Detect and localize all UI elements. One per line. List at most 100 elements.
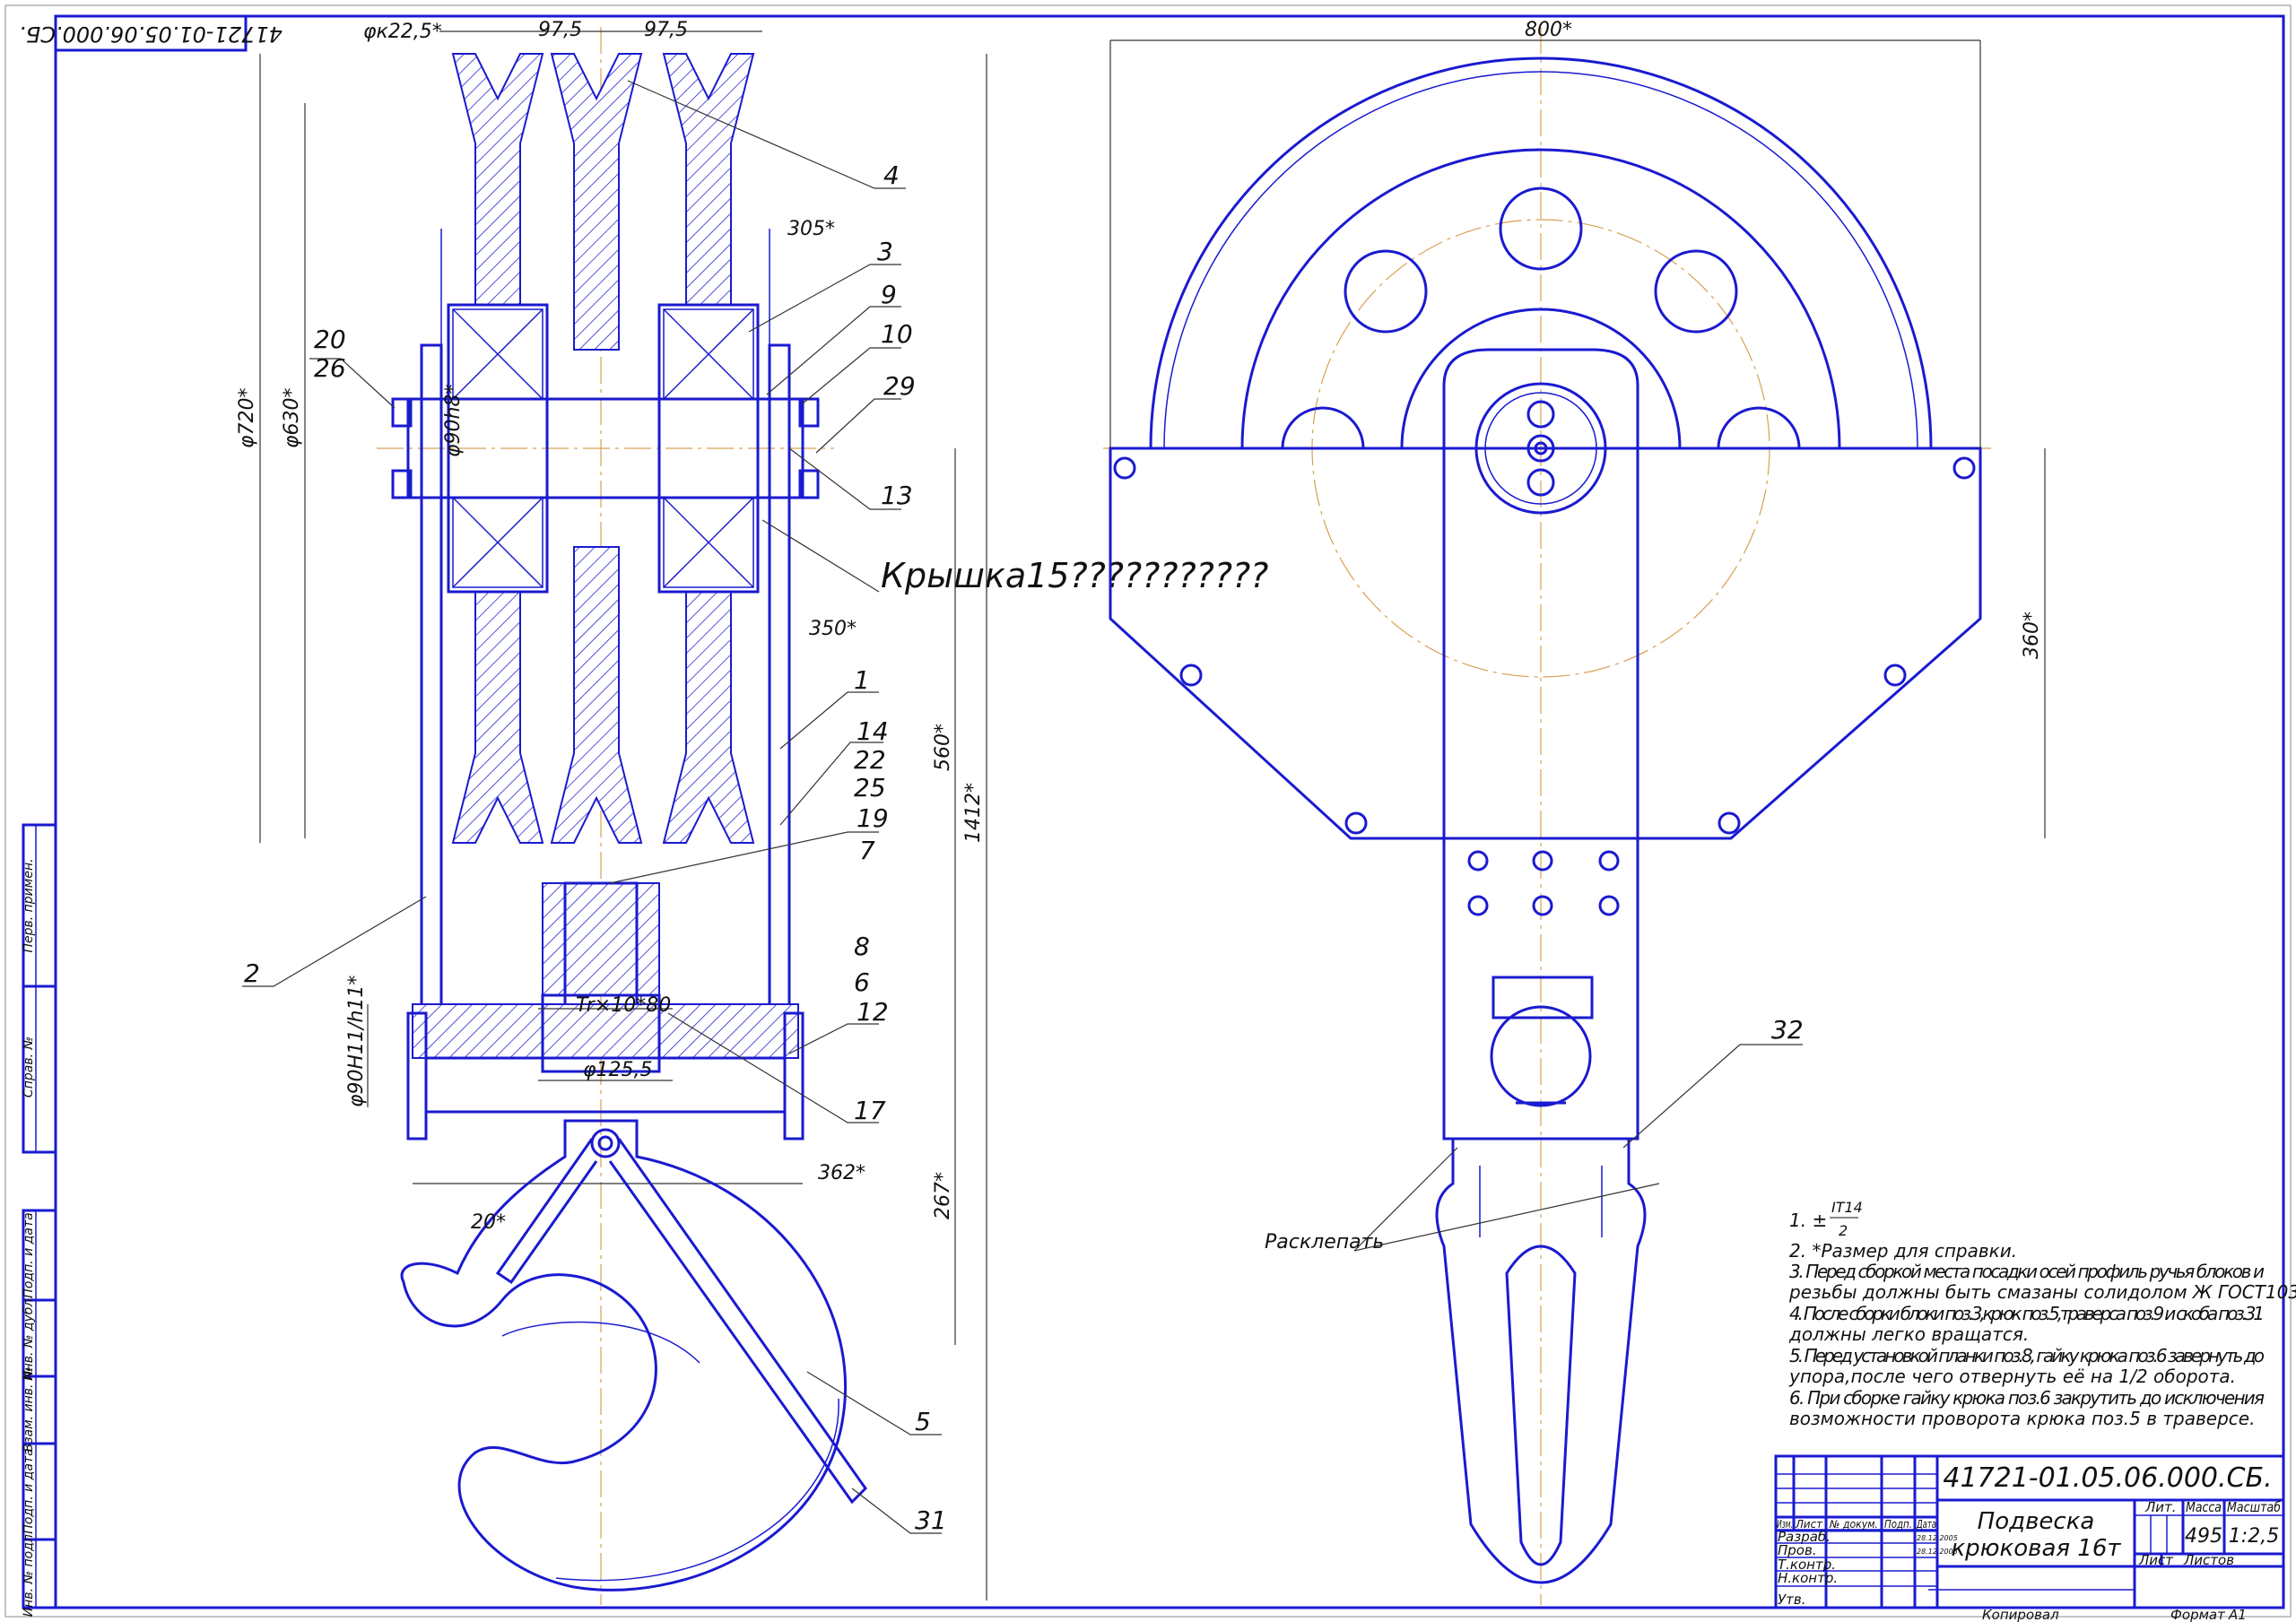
dimension-label: 350* — [809, 618, 857, 640]
designation: 41721-01.05.06.000.СБ. — [1943, 1462, 2272, 1494]
position-label: 5 — [915, 1407, 931, 1436]
date-value: 28.12.2005 — [1917, 1534, 1958, 1542]
stamp-text: 41721-01.05.06.000.СБ. — [19, 22, 283, 47]
strip-label: Инв. № дубл. — [22, 1295, 36, 1381]
note-line: 6. При сборке гайку крюка поз.6 закрутит… — [1789, 1387, 2265, 1409]
position-label: 25 — [854, 773, 886, 802]
dimension-label: φ630* — [281, 387, 303, 448]
callout-label: Расклепать — [1265, 1231, 1384, 1253]
position-label: 26 — [314, 353, 346, 383]
mass-label: Масса — [2186, 1499, 2222, 1515]
dimension-label: 560* — [932, 724, 954, 771]
title-line-2: крюковая 16т — [1951, 1535, 2121, 1562]
bolt-heads — [1113, 456, 1976, 835]
technical-notes: 1. ± IT14 2 2. *Размер для справки. 3. П… — [1788, 1199, 2296, 1429]
strip-label: Перв. примен. — [22, 858, 36, 952]
dimension-label: 1412* — [962, 783, 985, 843]
dimension-label: 97,5 — [644, 19, 688, 41]
position-label: 10 — [881, 319, 913, 349]
position-label: 7 — [859, 836, 875, 865]
dimension-label: 97,5 — [538, 19, 582, 41]
role-label: Пров. — [1778, 1542, 1817, 1558]
format-label: Формат — [2170, 1607, 2226, 1622]
rotated-stamp: 41721-01.05.06.000.СБ. — [19, 14, 283, 52]
position-label: 3 — [877, 237, 893, 266]
note-line: 5. Перед установкой планки поз.8, гайку … — [1789, 1345, 2265, 1366]
position-label: 19 — [857, 803, 889, 833]
dimension-label: φк22,5* — [363, 21, 442, 43]
position-label: 29 — [883, 371, 916, 401]
strip-label: Подп. и дата — [22, 1212, 36, 1297]
side-plate — [768, 343, 791, 1019]
drawing-frame — [54, 14, 2285, 1609]
left-section-view — [259, 27, 987, 1605]
sheave — [550, 53, 643, 844]
title-block: 41721-01.05.06.000.СБ. Подвеска крюковая… — [1774, 1454, 2285, 1622]
note-line: упора,после чего отвернуть её на 1/2 обо… — [1788, 1366, 2236, 1387]
axle — [406, 397, 804, 499]
dimension-label: 305* — [787, 218, 835, 240]
position-label: 31 — [915, 1505, 947, 1535]
copied-label: Копировал — [1982, 1607, 2059, 1622]
dimension-label: φ125,5 — [583, 1059, 653, 1081]
header-sign: Подп. — [1884, 1518, 1912, 1531]
role-label: Н.контр. — [1778, 1570, 1838, 1586]
position-label: 20 — [314, 325, 346, 354]
mass-value: 495 — [2185, 1525, 2222, 1548]
note-line: 2. *Размер для справки. — [1789, 1240, 2017, 1262]
sheets-label: Листов — [2183, 1552, 2234, 1568]
position-label: 32 — [1771, 1015, 1804, 1045]
note-line: резьбы должны быть смазаны солидолом Ж Г… — [1788, 1281, 2296, 1303]
position-label: 9 — [881, 280, 897, 309]
position-label: 1 — [854, 665, 870, 695]
hook-nut — [542, 882, 660, 996]
note-line: 4. После сборки блоки поз.3,крюк поз.5,т… — [1789, 1303, 2265, 1324]
strip-label: Инв. № подл. — [22, 1531, 36, 1618]
title-line-1: Подвеска — [1978, 1508, 2095, 1535]
bearings — [452, 308, 754, 588]
note-line: должны легко вращатся. — [1788, 1323, 2029, 1345]
callout-label: Крышка15??????????? — [881, 556, 1268, 595]
strip-label: Взам. инв. № — [22, 1366, 36, 1452]
header-izm: Изм. — [1777, 1518, 1793, 1531]
note-line: 3. Перед сборкой места посадки осей проф… — [1789, 1261, 2265, 1282]
header-list: Лист — [1795, 1518, 1823, 1531]
position-label: 2 — [244, 958, 260, 988]
dimension-label: 360* — [2021, 612, 2043, 659]
hook-side — [1435, 1139, 1647, 1584]
header-doc: № докум. — [1829, 1518, 1878, 1531]
side-plate-front — [1109, 447, 1982, 840]
header-date: Дата — [1916, 1518, 1936, 1531]
position-label: 12 — [857, 997, 889, 1027]
sheet-label: Лист — [2138, 1552, 2174, 1568]
note-1-prefix: 1. ± — [1789, 1210, 1827, 1231]
position-labels: 4 3 9 10 20 26 29 13 1 14 22 25 19 7 8 6… — [242, 80, 1268, 1535]
traverse — [412, 1003, 799, 1059]
date-value: 28.12.2005 — [1917, 1548, 1958, 1556]
dimension-label: 20* — [471, 1211, 506, 1234]
dimension-label: 800* — [1525, 19, 1572, 41]
position-label: 8 — [854, 932, 870, 961]
role-label: Утв. — [1778, 1592, 1806, 1608]
position-label: 17 — [854, 1096, 886, 1125]
note-line: возможности проворота крюка поз.5 в трав… — [1789, 1408, 2255, 1429]
side-strip: Перв. примен. Справ. № Подп. и дата Инв.… — [22, 823, 57, 1618]
side-plate — [420, 343, 443, 1019]
position-label: 4 — [883, 160, 900, 190]
format-value: A1 — [2228, 1607, 2247, 1622]
dimension-label: φ90h8* — [442, 385, 465, 457]
dimension-label: Tr×10*80 — [576, 994, 671, 1017]
sheet-edge — [4, 4, 2292, 1618]
scale-label: Масштаб — [2227, 1499, 2281, 1515]
holes — [1467, 850, 1620, 916]
dimension-label: 267* — [932, 1172, 954, 1219]
lit-label: Лит. — [2144, 1499, 2177, 1515]
dimension-label: φ90H11/h11* — [345, 976, 368, 1107]
dimension-label: 362* — [818, 1162, 865, 1184]
position-label: 22 — [854, 745, 886, 775]
sheave-outline — [1149, 56, 1933, 449]
position-label: 6 — [854, 967, 870, 997]
strip-label: Подп. и дата — [22, 1448, 36, 1533]
sheave — [657, 53, 760, 844]
